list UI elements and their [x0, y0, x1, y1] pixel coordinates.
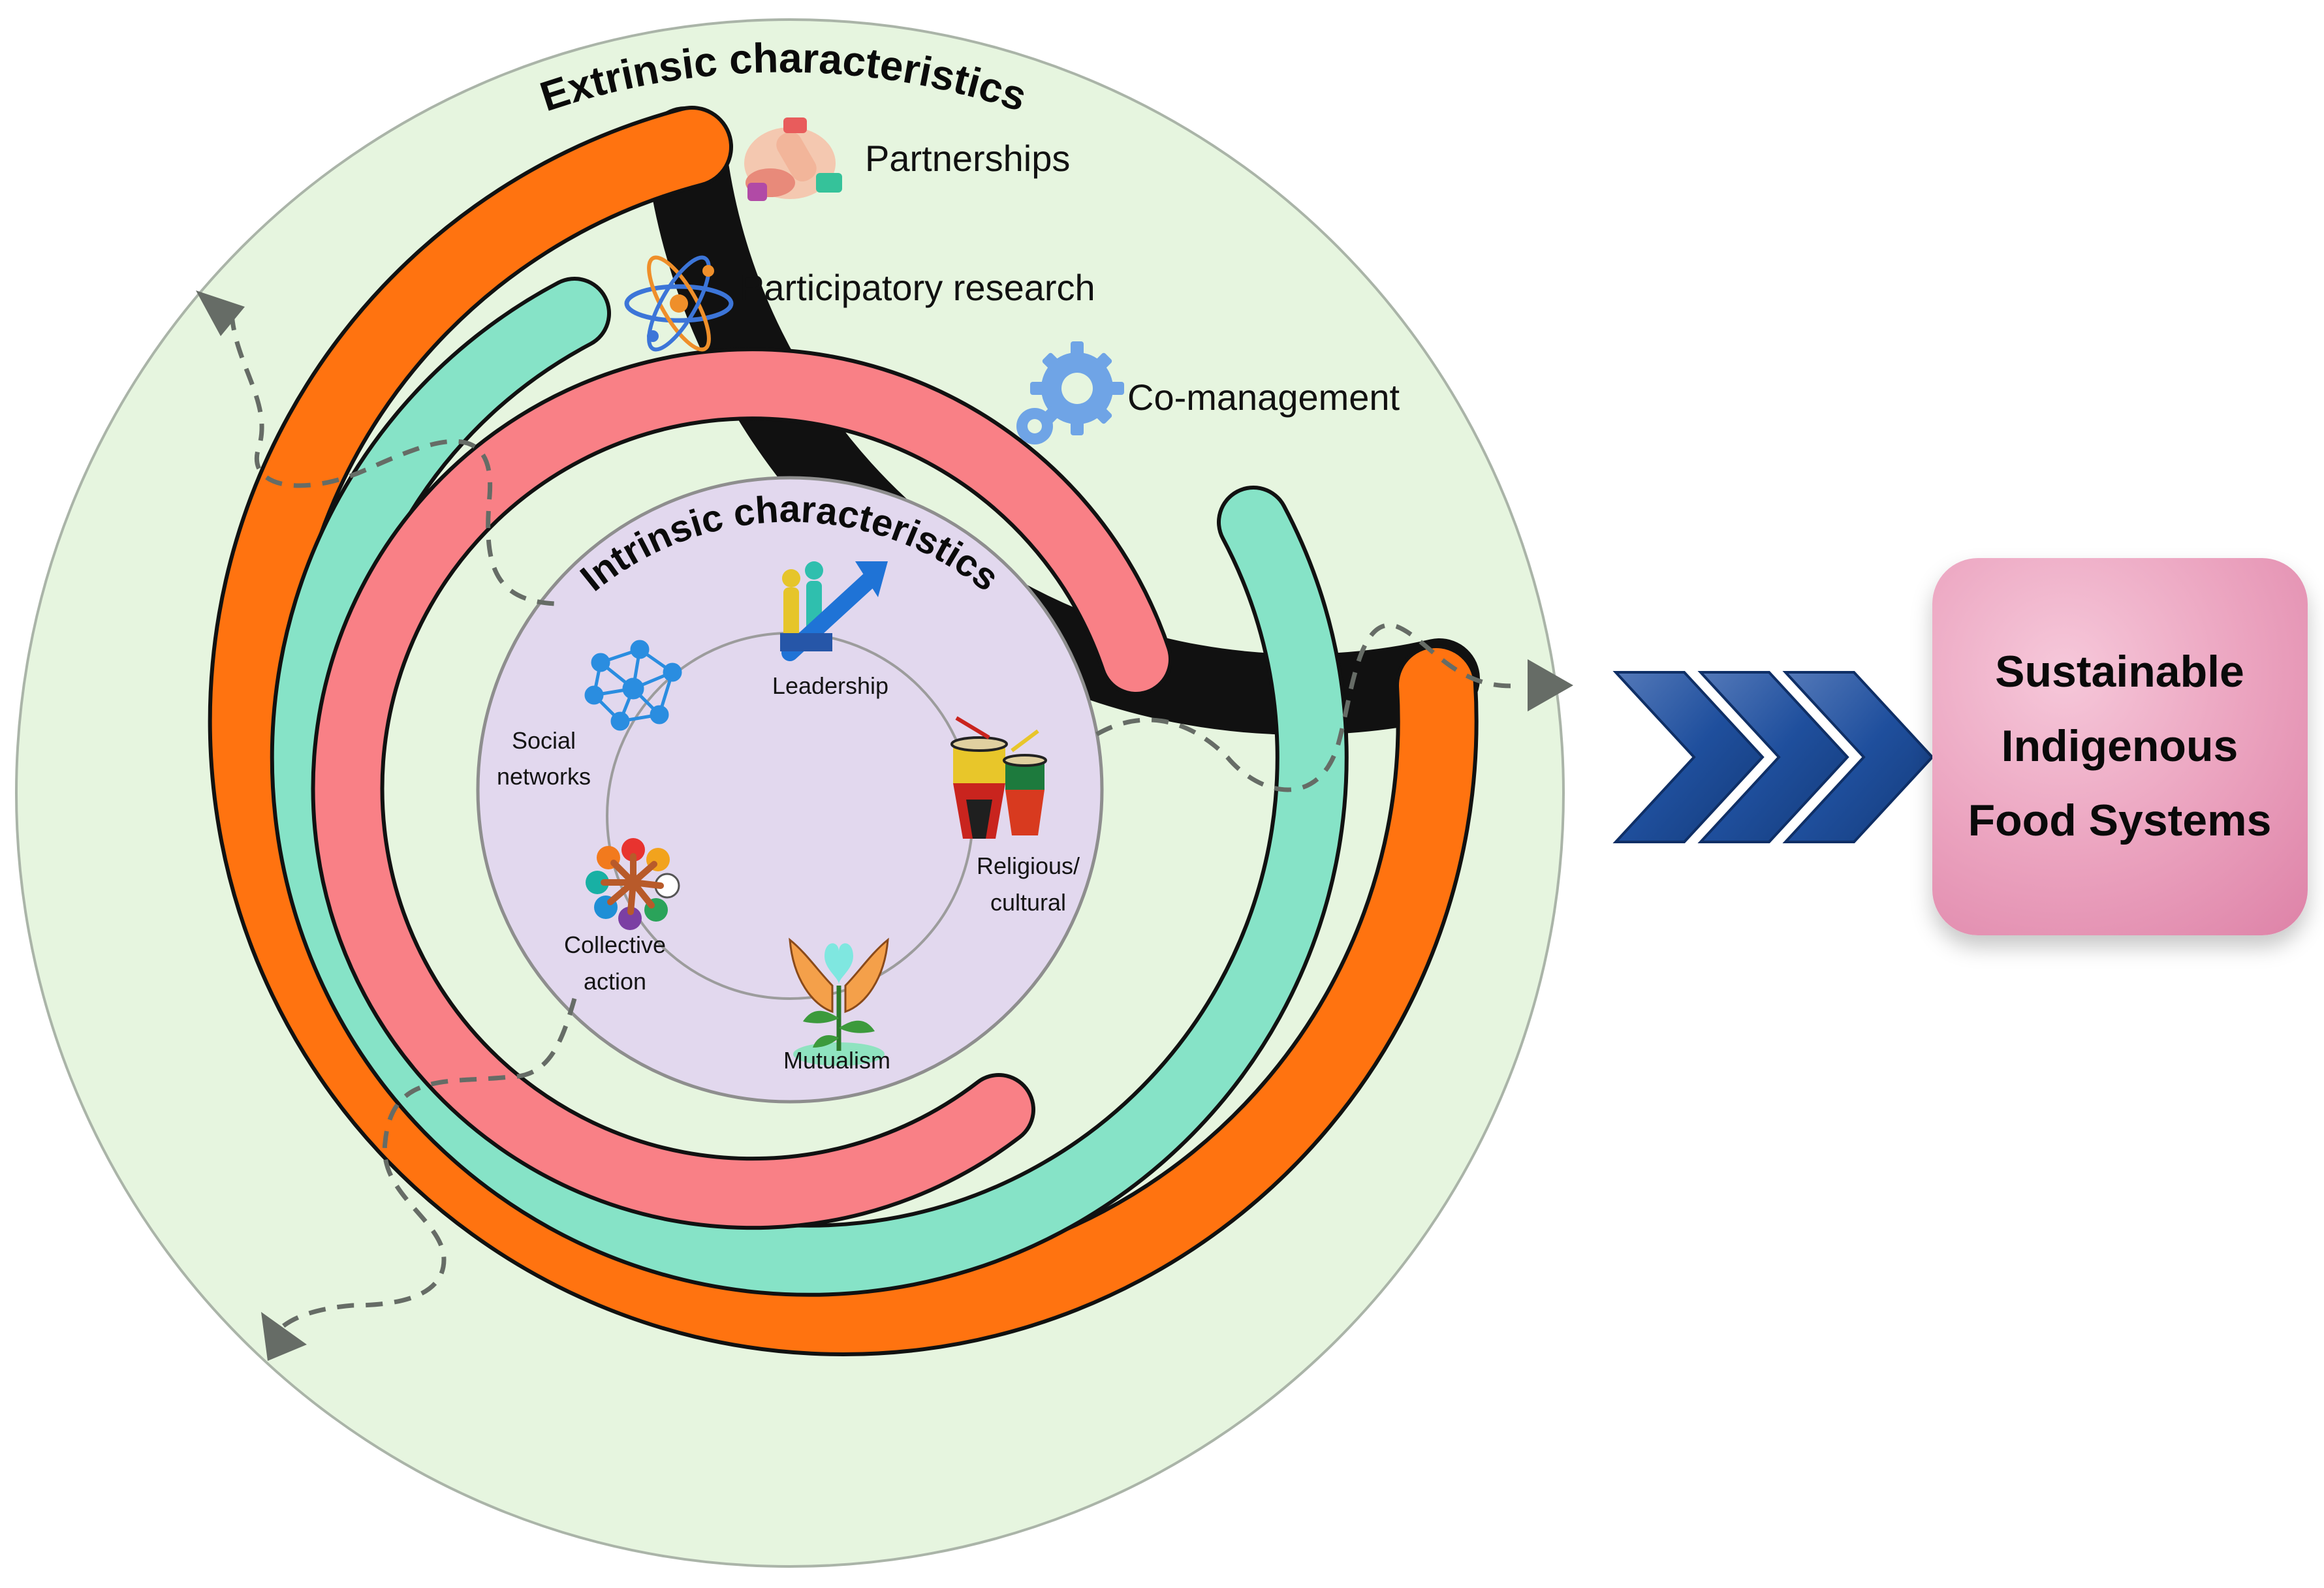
gears-icon: [1016, 341, 1124, 444]
outcome-line-1: Sustainable: [1995, 647, 2244, 696]
hands-plant-icon: [789, 937, 889, 1066]
collective-action-label-2: action: [584, 968, 646, 995]
partnerships-label: Partnerships: [865, 138, 1070, 179]
outcome-line-2: Indigenous: [2002, 721, 2238, 771]
leadership-item: Leadership: [772, 561, 888, 699]
people-circle-icon: [586, 838, 680, 930]
chevron-arrows: [1612, 671, 1934, 843]
partnerships-item: Partnerships: [744, 117, 1070, 201]
outcome-line-3: Food Systems: [1968, 796, 2272, 845]
leadership-label: Leadership: [772, 672, 888, 699]
pink-arc: [315, 351, 1169, 1226]
co-management-label: Co-management: [1127, 377, 1400, 418]
participatory-research-label: Participatory research: [740, 267, 1095, 308]
religious-cultural-item: Religious/ cultural: [950, 716, 1080, 916]
collective-action-label-1: Collective: [564, 931, 666, 958]
drums-icon: [950, 716, 1047, 839]
chevron-3: [1782, 671, 1934, 843]
religious-cultural-label-1: Religious/: [977, 852, 1080, 879]
arrowhead-right: [1528, 659, 1573, 711]
orange-arc: [212, 110, 1475, 1352]
dashed-flow-path-right: [1095, 623, 1522, 792]
inner-disc: [476, 476, 1104, 1104]
outcome-box-bg: [1932, 558, 2308, 935]
arrowhead-lower-left: [261, 1312, 307, 1361]
arrowhead-upper-left: [196, 290, 245, 336]
social-networks-label-1: Social: [512, 727, 576, 754]
chevron-2: [1697, 671, 1849, 843]
atom-icon: [624, 255, 734, 352]
participatory-research-item: Participatory research: [624, 255, 1095, 352]
co-management-item: Co-management: [1016, 341, 1400, 444]
dashed-flow-path-lower: [272, 998, 577, 1337]
social-networks-label-2: networks: [497, 763, 591, 790]
outcome-box: [1932, 558, 2308, 935]
dashed-flow-path: [229, 313, 556, 606]
handshake-icon: [744, 117, 842, 201]
leadership-climb-icon: [780, 561, 888, 661]
mutualism-label: Mutualism: [783, 1047, 890, 1074]
chevron-1: [1612, 671, 1765, 843]
social-networks-item: Social networks: [497, 640, 682, 790]
mutualism-item: Mutualism: [783, 937, 890, 1074]
teal-arc: [274, 281, 1345, 1293]
network-icon: [584, 640, 682, 731]
religious-cultural-label-2: cultural: [990, 889, 1066, 916]
collective-action-item: Collective action: [564, 838, 680, 995]
